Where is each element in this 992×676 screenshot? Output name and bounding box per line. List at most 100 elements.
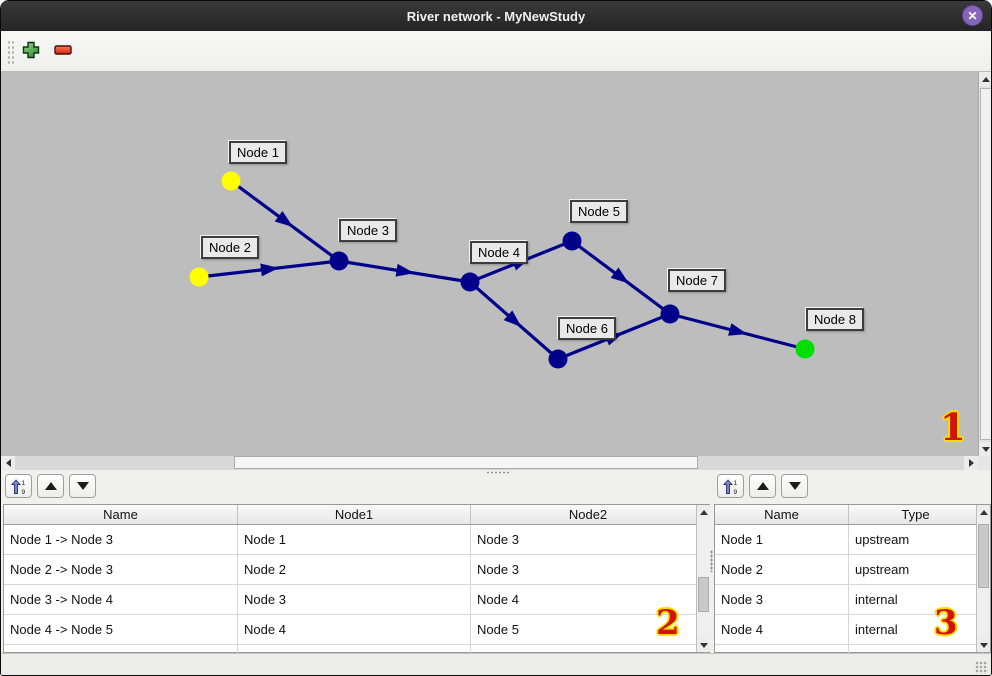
edge-arrow-icon [260,263,279,277]
table-cell[interactable]: Node 3 [470,524,706,555]
network-node[interactable] [795,339,815,359]
close-icon: ✕ [967,8,978,23]
node-label[interactable]: Node 4 [470,241,528,264]
table-cell[interactable]: Node 3 [470,554,706,585]
canvas-vscroll-thumb[interactable] [980,88,991,440]
add-button[interactable] [21,40,41,60]
table-cell[interactable]: Node 2 -> Node 3 [4,554,238,585]
table-cell[interactable]: internal [848,614,983,645]
svg-text:1: 1 [22,480,26,487]
link-table-move-down-button[interactable] [69,474,96,498]
close-button[interactable]: ✕ [962,5,983,26]
link-table-move-up-button[interactable] [37,474,64,498]
node-table-sort-button[interactable]: 1 9 [717,474,744,498]
link-table-scroll-thumb[interactable] [698,577,709,612]
node-label[interactable]: Node 6 [558,317,616,340]
table-cell[interactable]: internal [848,584,983,615]
scroll-up-arrow-icon[interactable] [977,505,990,519]
edge-arrow-icon [395,263,415,277]
splitter-handle-dots [710,550,713,572]
table-cell[interactable]: Node 3 -> Node 4 [4,584,238,615]
table-cell[interactable]: Node 3 [715,584,849,615]
edge-arrow-icon [728,323,748,336]
plus-icon [22,41,40,59]
svg-text:9: 9 [734,489,738,495]
annotation-mark-3: 3 [934,603,958,643]
scroll-down-arrow-icon[interactable] [697,638,710,652]
table-cell[interactable]: Node 2 [715,554,849,585]
down-arrow-icon [76,482,89,490]
table-cell[interactable]: Node 1 [715,524,849,555]
vertical-splitter[interactable] [710,504,714,653]
node-table-vertical-scrollbar[interactable] [976,505,990,652]
remove-button[interactable] [53,40,73,60]
node-table-scroll-thumb[interactable] [978,524,989,588]
sort-ascending-icon: 1 9 [10,478,26,495]
scroll-down-arrow-icon[interactable] [979,442,991,456]
canvas-hscroll-thumb[interactable] [234,456,698,469]
table-cell[interactable]: upstream [848,554,983,585]
down-arrow-icon [788,482,801,490]
canvas-vertical-scrollbar[interactable] [978,72,991,456]
svg-text:1: 1 [734,480,738,487]
horizontal-splitter[interactable] [1,470,991,475]
table-cell[interactable]: Node 3 [237,584,471,615]
titlebar[interactable]: River network - MyNewStudy ✕ [1,1,991,31]
edge-arrow-icon [503,310,522,328]
table-cell[interactable]: Node 2 [237,554,471,585]
network-node[interactable] [189,267,209,287]
link-table-sort-button[interactable]: 1 9 [5,474,32,498]
table-cell[interactable]: Node 1 [237,524,471,555]
canvas-horizontal-scrollbar[interactable] [1,456,978,470]
column-header[interactable]: Node2 [470,505,706,525]
minus-icon [54,45,72,55]
table-cell[interactable]: Node 4 -> Node 5 [4,614,238,645]
table-cell[interactable]: Node 4 [715,614,849,645]
column-header[interactable]: Name [4,505,238,525]
network-node[interactable] [460,272,480,292]
network-node[interactable] [562,231,582,251]
scroll-left-arrow-icon[interactable] [1,456,15,470]
resize-grip[interactable] [975,661,988,674]
link-table-vertical-scrollbar[interactable] [696,505,710,652]
node-label[interactable]: Node 5 [570,200,628,223]
table-cell[interactable]: Node 1 -> Node 3 [4,524,238,555]
column-header[interactable]: Name [715,505,849,525]
scroll-right-arrow-icon[interactable] [964,456,978,470]
network-node[interactable] [660,304,680,324]
network-node[interactable] [221,171,241,191]
network-node[interactable] [548,349,568,369]
scroll-up-arrow-icon[interactable] [979,72,991,86]
table-cell[interactable]: Node 4 [237,614,471,645]
scroll-up-arrow-icon[interactable] [697,505,710,519]
annotation-mark-1: 1 [940,405,966,449]
node-label[interactable]: Node 8 [806,308,864,331]
toolbar-drag-handle[interactable] [7,40,15,64]
node-label[interactable]: Node 1 [229,141,287,164]
network-canvas[interactable]: Node 1 Node 2 Node 3 Node 4 Node 5 Node 6 Node… [1,72,978,456]
network-node[interactable] [329,251,349,271]
node-table-move-down-button[interactable] [781,474,808,498]
node-label[interactable]: Node 7 [668,269,726,292]
table-cell[interactable]: Node 5 [470,614,706,645]
node-label[interactable]: Node 3 [339,219,397,242]
node-label[interactable]: Node 2 [201,236,259,259]
scroll-down-arrow-icon[interactable] [977,638,990,652]
table-cell[interactable]: upstream [848,524,983,555]
column-header[interactable]: Type [848,505,983,525]
node-table-move-up-button[interactable] [749,474,776,498]
column-header[interactable]: Node1 [237,505,471,525]
up-arrow-icon [44,482,57,490]
table-cell[interactable]: Node 4 [470,584,706,615]
